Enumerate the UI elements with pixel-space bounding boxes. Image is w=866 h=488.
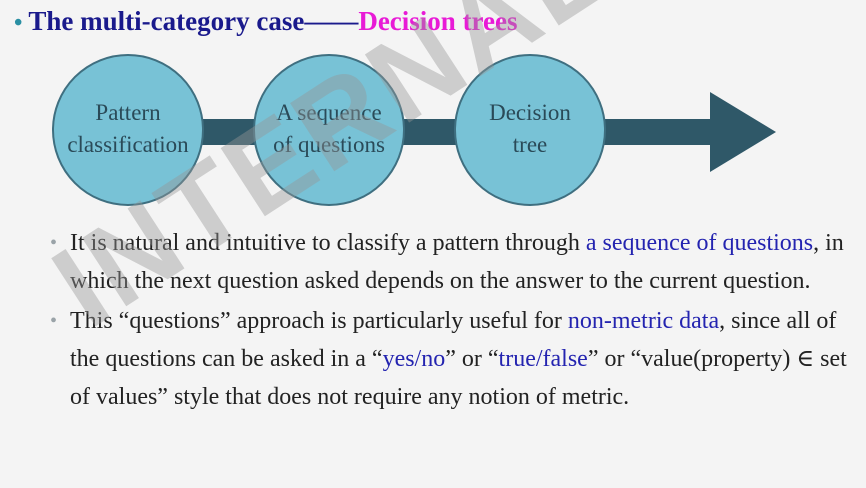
node-label-line2: of questions bbox=[273, 132, 385, 157]
para-text: , in which the next question asked depen… bbox=[70, 230, 844, 294]
title-main-text: The multi-category case—— bbox=[28, 6, 359, 36]
node-circle bbox=[52, 54, 204, 206]
bullet-list: • It is natural and intuitive to classify… bbox=[48, 224, 848, 418]
bullet-dot: • bbox=[50, 310, 58, 332]
node-decision-tree: Decision tree bbox=[454, 54, 606, 206]
bullet-paragraph-1: • It is natural and intuitive to classify… bbox=[48, 224, 848, 300]
node-circle bbox=[454, 54, 606, 206]
node-label-line1: A sequence bbox=[276, 100, 381, 125]
arrow-shaft bbox=[160, 119, 720, 145]
bullet-paragraph-2: • This “questions” approach is particular… bbox=[48, 302, 848, 416]
para-text: , since all of the questions can be aske… bbox=[70, 308, 837, 372]
para-highlight: non-metric data bbox=[567, 308, 720, 334]
para-text: ” or “ bbox=[445, 346, 499, 372]
title-bullet: • bbox=[14, 10, 23, 36]
para-text: This “questions” approach is particularl… bbox=[70, 308, 568, 334]
node-sequence-of-questions: A sequence of questions bbox=[253, 54, 405, 206]
bullet-dot: • bbox=[50, 232, 58, 254]
node-label-line2: classification bbox=[67, 132, 189, 157]
node-circle bbox=[253, 54, 405, 206]
para-highlight: yes/no bbox=[382, 346, 446, 372]
node-label-line1: Pattern bbox=[95, 100, 161, 125]
node-pattern-classification: Pattern classification bbox=[52, 54, 204, 206]
title-accent-text: Decision trees bbox=[358, 6, 518, 36]
para-text: It is natural and intuitive to classify … bbox=[70, 230, 586, 256]
para-text: ” or “value(property) ∈ set of values” s… bbox=[70, 346, 847, 410]
process-diagram: Pattern classification A sequence of que… bbox=[52, 54, 776, 206]
slide-title: •The multi-category case——Decision trees bbox=[14, 6, 518, 37]
para-highlight: a sequence of questions bbox=[585, 230, 814, 256]
node-label-line2: tree bbox=[513, 132, 547, 157]
para-highlight: true/false bbox=[498, 346, 588, 372]
arrow-head bbox=[710, 92, 776, 172]
node-label-line1: Decision bbox=[489, 100, 571, 125]
